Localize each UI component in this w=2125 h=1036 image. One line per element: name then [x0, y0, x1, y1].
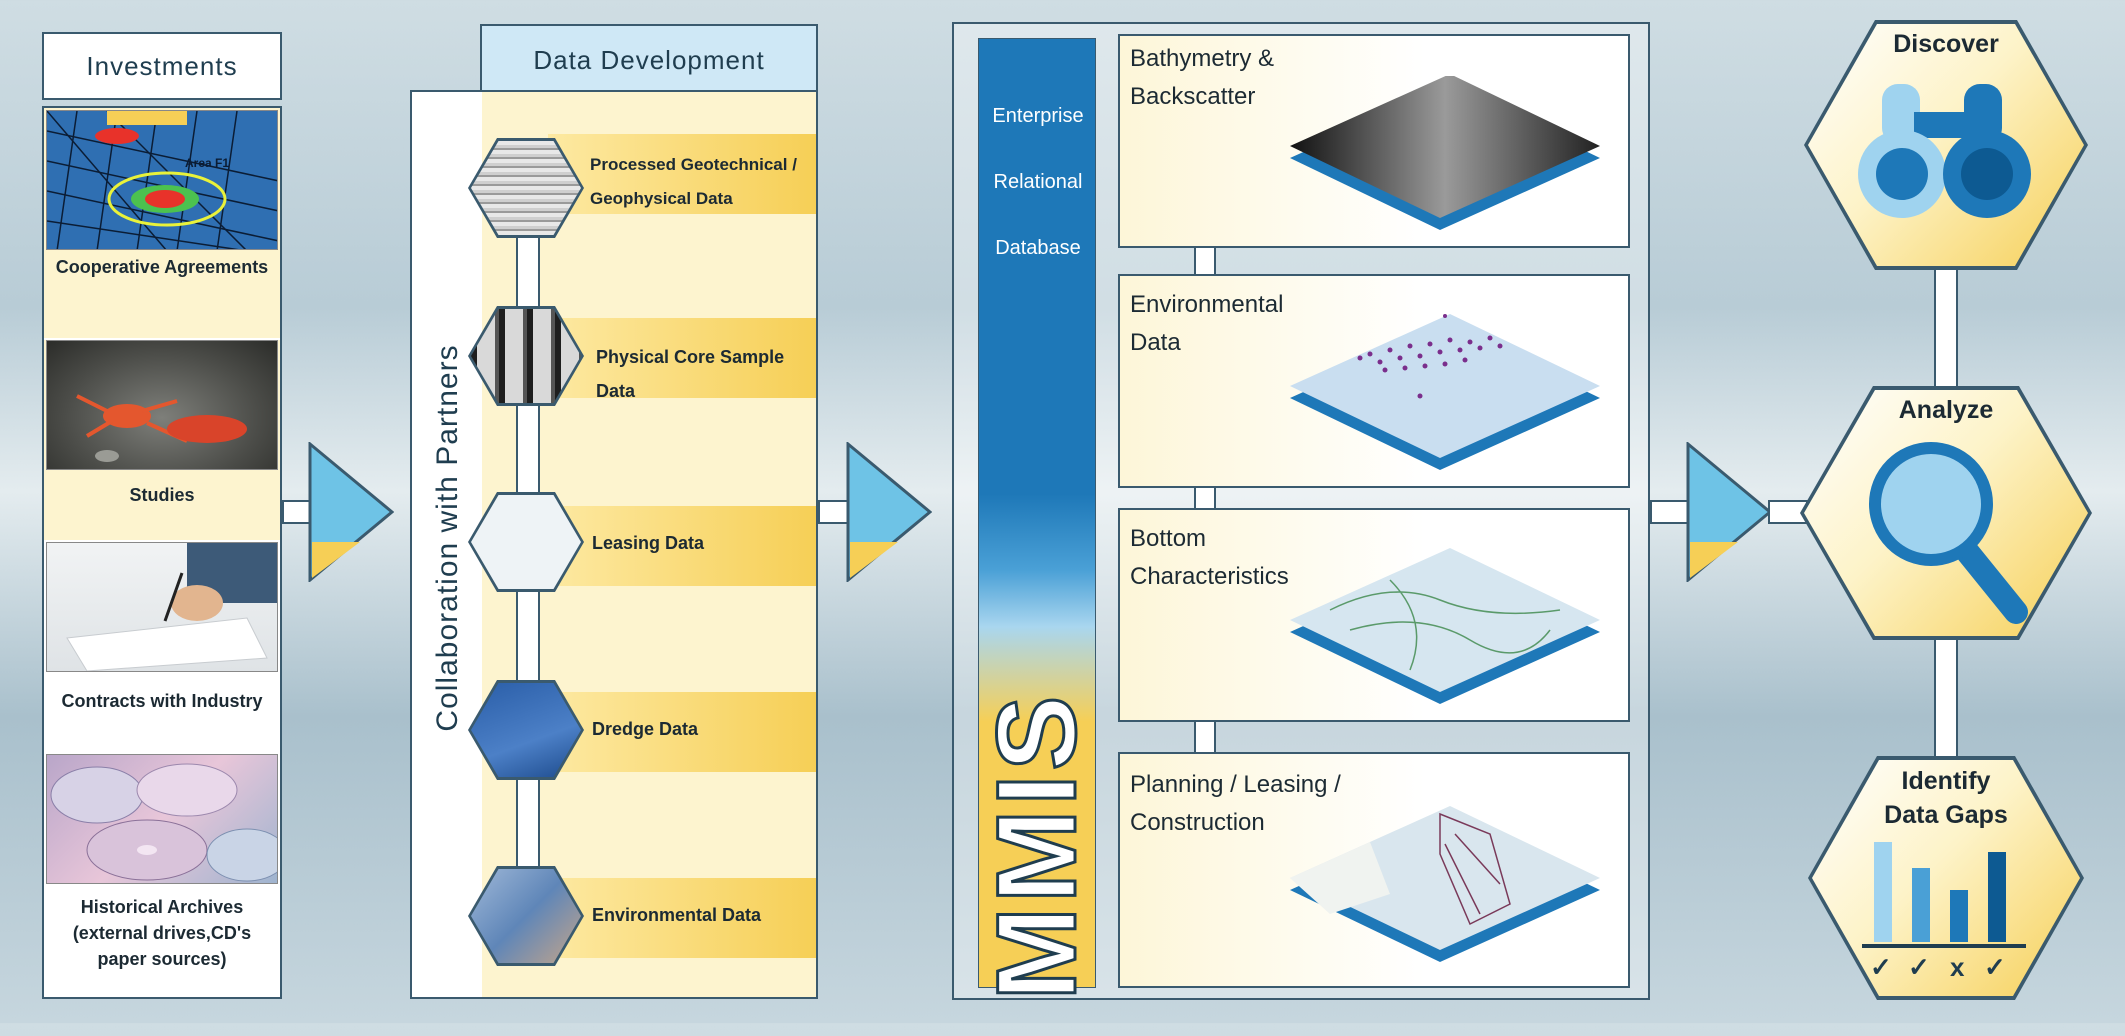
- dd-label-environmental: Environmental Data: [592, 905, 762, 925]
- investment-item-contracts: Contracts with Industry: [44, 542, 280, 752]
- disc-icon: [50, 763, 277, 882]
- card-bottom: Bottom Characteristics: [1118, 508, 1630, 722]
- bar-chart-icon: [1862, 842, 2026, 948]
- gap-mark-3: x: [1950, 952, 1965, 982]
- planning-3d-icon: [1290, 806, 1600, 962]
- card-title-bottom: Bottom Characteristics: [1130, 525, 1289, 590]
- flow-connector-3: [1650, 500, 1690, 524]
- card-title-environmental: Environmental Data: [1130, 291, 1284, 356]
- mmis-brand: MMIS: [973, 656, 1101, 1036]
- investments-title: Investments: [86, 51, 238, 81]
- card-title-planning: Planning / Leasing / Construction: [1130, 771, 1341, 836]
- binoculars-icon: [1858, 84, 2031, 218]
- map-area-label: Area F1: [185, 156, 229, 170]
- dd-label-leasing: Leasing Data: [592, 533, 705, 553]
- dd-label-geotech: Processed Geotechnical / Geophysical Dat…: [590, 155, 797, 208]
- card-bathymetry: Bathymetry & Backscatter: [1118, 34, 1630, 248]
- gap-mark-2: ✓: [1908, 952, 1930, 982]
- flow-arrow-2-icon: [846, 442, 932, 582]
- investment-label-archives: Historical Archives (external drives,CD'…: [72, 897, 252, 969]
- investments-panel: Area F1 Cooperative Agreements Studies: [42, 106, 282, 999]
- data-gaps-title: Identify Data Gaps: [1884, 767, 2008, 829]
- card-planning: Planning / Leasing / Construction: [1118, 752, 1630, 988]
- data-development-title: Data Development: [533, 45, 765, 75]
- dd-band-2: [548, 318, 816, 398]
- investment-item-cooperative: Area F1 Cooperative Agreements: [44, 108, 280, 338]
- discover-title: Discover: [1893, 30, 1999, 58]
- dd-band-1: [548, 134, 816, 214]
- dd-band-4: [548, 692, 816, 772]
- investment-item-archives: Historical Archives (external drives,CD'…: [44, 754, 280, 997]
- card-environmental: Environmental Data: [1118, 274, 1630, 488]
- analyze-title: Analyze: [1898, 396, 1994, 424]
- data-gaps-hex[interactable]: Identify Data Gaps ✓ ✓ x ✓: [1808, 756, 2084, 1000]
- mmis-text: MMIS: [973, 690, 1101, 1001]
- collaboration-label: Collaboration with Partners: [422, 138, 474, 938]
- survey-grid-icon: Area F1: [47, 111, 277, 249]
- db-label-line-2: Relational: [993, 171, 1083, 193]
- investment-label-contracts: Contracts with Industry: [61, 691, 263, 711]
- dd-band-5: [548, 878, 816, 958]
- investment-item-studies: Studies: [44, 340, 280, 540]
- bathymetry-3d-icon: [1290, 76, 1600, 230]
- gap-mark-4: ✓: [1984, 952, 2006, 982]
- crab-icon: [76, 394, 247, 462]
- db-label-line-3: Database: [995, 237, 1081, 259]
- card-title-bathymetry: Bathymetry & Backscatter: [1130, 45, 1275, 110]
- pen-hand-icon: [66, 543, 277, 671]
- investments-header: Investments: [42, 32, 282, 100]
- db-label-line-1: Enterprise: [992, 105, 1084, 127]
- cd-archive-photo: [46, 754, 278, 884]
- flow-arrow-1-icon: [308, 442, 394, 582]
- dd-label-dredge: Dredge Data: [592, 719, 699, 739]
- magnifier-icon: [1869, 442, 2028, 624]
- survey-map-image: Area F1: [46, 110, 278, 250]
- collaboration-text: Collaboration with Partners: [431, 344, 464, 732]
- investment-label-studies: Studies: [129, 485, 195, 505]
- database-panel: Enterprise Relational Database MMIS Bath…: [952, 22, 1650, 1002]
- dd-band-3: [548, 506, 816, 586]
- discover-hex[interactable]: Discover: [1804, 20, 2088, 270]
- investment-label-cooperative: Cooperative Agreements: [55, 257, 269, 277]
- data-development-header: Data Development: [480, 24, 818, 94]
- seafloor-photo: [46, 340, 278, 470]
- data-development-panel: Collaboration with Partners Processed Ge…: [410, 90, 818, 999]
- contract-signing-photo: [46, 542, 278, 672]
- enterprise-db-label: Enterprise Relational Database: [979, 83, 1097, 281]
- bottom-3d-icon: [1290, 548, 1600, 704]
- gap-mark-1: ✓: [1870, 952, 1892, 982]
- flow-arrow-3-icon: [1686, 442, 1772, 582]
- analyze-hex[interactable]: Analyze: [1800, 386, 2092, 640]
- dd-label-core: Physical Core Sample Data: [596, 347, 785, 401]
- enterprise-db-column: Enterprise Relational Database MMIS: [973, 38, 1101, 1002]
- gap-marks: ✓ ✓ x ✓: [1864, 952, 2044, 982]
- environmental-3d-icon: [1290, 314, 1600, 470]
- hex-dredge: [468, 680, 584, 780]
